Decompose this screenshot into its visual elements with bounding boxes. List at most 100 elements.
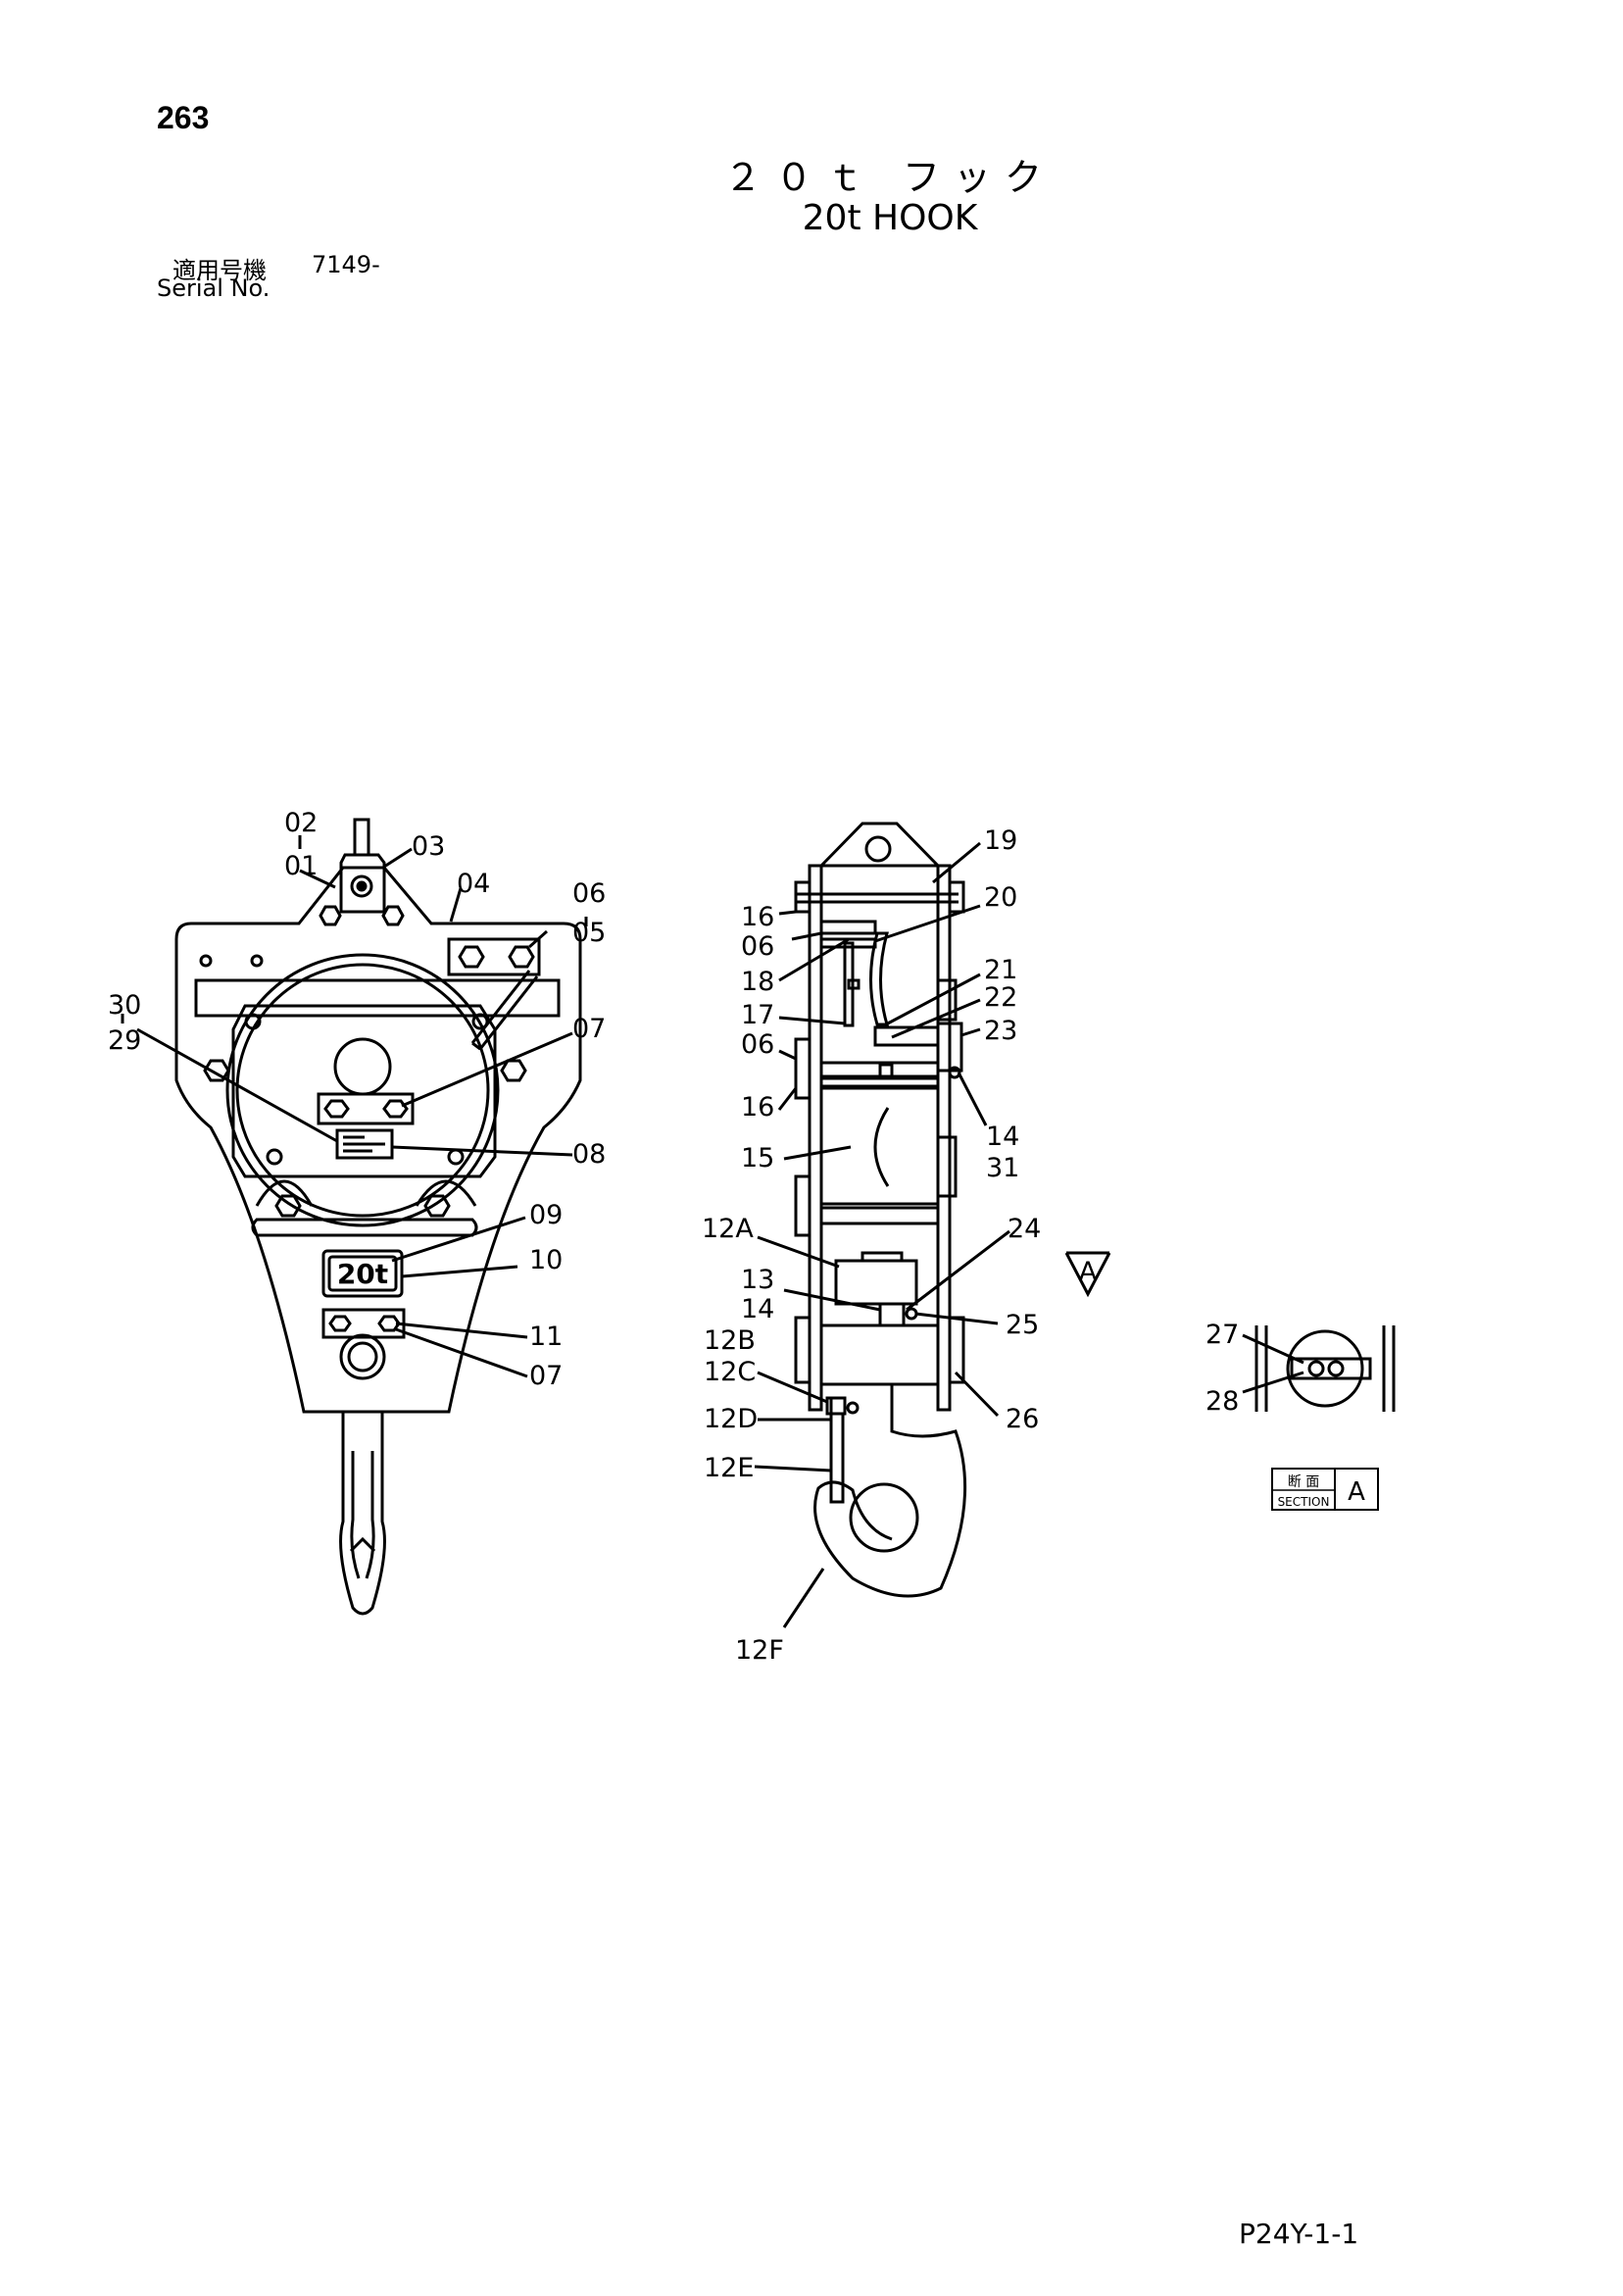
front-view: 20t <box>121 818 588 1616</box>
leader-12E <box>754 1465 832 1472</box>
callout-front: 11 <box>529 1322 563 1352</box>
side-thrust-block <box>819 1323 940 1386</box>
serial-label-en: Serial No. <box>157 275 270 302</box>
leader-06-mid <box>778 1049 797 1061</box>
leader-16-upper <box>778 910 797 916</box>
leader-21 <box>883 973 981 1027</box>
hex-nut <box>381 905 405 926</box>
leader-12A <box>757 1235 840 1269</box>
serial-label-jp: 適用号機 <box>172 257 267 284</box>
leader-27 <box>1242 1333 1304 1365</box>
leader-20 <box>874 904 981 943</box>
callout-side: 14 <box>986 1122 1019 1152</box>
section-arrow-icon <box>1064 1251 1111 1298</box>
keeper-bolt <box>377 1315 401 1332</box>
callout-side: 06 <box>741 931 774 962</box>
page-title-jp: ２０ｔ フック <box>723 156 1057 199</box>
side-latch <box>829 1412 845 1504</box>
callout-side: 26 <box>1006 1404 1039 1434</box>
callout-side: 12F <box>735 1635 784 1666</box>
callout-front: 02 <box>284 808 318 838</box>
center-pin <box>333 1037 392 1096</box>
callout-front: 08 <box>572 1139 606 1170</box>
leader-07-upper <box>401 1031 573 1108</box>
serial-value: 7149- <box>312 251 380 278</box>
section-label-en: SECTION <box>1278 1495 1330 1509</box>
hex-nut <box>500 1059 527 1082</box>
section-keeper <box>1290 1357 1372 1380</box>
section-arrow-letter: A <box>1079 1257 1098 1287</box>
callout-side: 16 <box>741 902 774 932</box>
callout-front: 06 <box>572 878 606 909</box>
callout-front: 01 <box>284 851 318 881</box>
name-plate <box>335 1128 394 1160</box>
callout-side: 14 <box>741 1294 774 1324</box>
leader-29 <box>136 1027 338 1143</box>
callout-front: 10 <box>529 1245 563 1275</box>
callout-side: 12C <box>704 1357 756 1387</box>
cover-bolt <box>471 1013 489 1030</box>
callout-front: 07 <box>529 1361 563 1391</box>
hex-nut <box>203 1059 230 1082</box>
sheave-groove <box>235 963 490 1218</box>
hook-shank-front <box>339 1412 386 1616</box>
section-label-box: 断 面 SECTION A <box>1271 1468 1379 1511</box>
callout-front: 30 <box>108 990 141 1021</box>
capacity-plate <box>321 1249 404 1298</box>
callout-front: 29 <box>108 1025 141 1056</box>
leader-28 <box>1242 1371 1304 1394</box>
sheave <box>225 953 500 1227</box>
hex-nut <box>423 1194 451 1218</box>
leader-24 <box>906 1229 1010 1312</box>
sheave-cover <box>231 1004 497 1178</box>
cover-bolt <box>244 1013 262 1030</box>
side-top-lug <box>817 822 942 868</box>
callout-side: 12B <box>704 1325 756 1356</box>
hook-block-body <box>174 866 582 1414</box>
shackle-pin <box>350 874 373 898</box>
hook-bore <box>339 1333 386 1380</box>
callout-side: 15 <box>741 1143 774 1173</box>
callout-front: 03 <box>412 831 445 862</box>
section-pin <box>1286 1329 1364 1408</box>
callout-side: 31 <box>986 1153 1019 1183</box>
capacity-plate-text: 20t <box>337 1258 388 1290</box>
side-hook-throat <box>849 1482 919 1553</box>
side-hook <box>813 1384 967 1598</box>
side-nut <box>948 880 965 914</box>
leader-12C <box>757 1371 828 1404</box>
footer-code: P24Y-1-1 <box>1239 2218 1359 2250</box>
slot-09 <box>251 1218 478 1237</box>
callout-side: 18 <box>741 967 774 997</box>
keeper-bolt <box>323 1099 350 1119</box>
lower-cutout-right <box>415 1179 477 1207</box>
page-number: 263 <box>157 100 210 135</box>
keeper-plate-upper <box>317 1092 415 1125</box>
leader-09 <box>391 1216 526 1263</box>
section-label-letter: A <box>1348 1477 1365 1507</box>
hex-nut <box>319 905 342 926</box>
leader-06-upper <box>791 931 822 941</box>
leader-18 <box>778 937 850 982</box>
leader-08 <box>391 1145 573 1157</box>
leader-11 <box>395 1322 528 1339</box>
leader-05 <box>528 929 548 949</box>
bolt-plate-top <box>447 937 541 976</box>
side-nut-13 <box>878 1302 906 1327</box>
upper-band <box>194 978 561 1018</box>
callout-side: 22 <box>984 982 1017 1013</box>
leader-01 <box>299 869 336 889</box>
callout-side: 24 <box>1008 1214 1041 1244</box>
body-hole <box>199 954 213 968</box>
leader-10 <box>401 1265 518 1278</box>
callout-side: 17 <box>741 1000 774 1030</box>
plate-bolt <box>458 945 485 969</box>
leader-03 <box>383 847 413 869</box>
leader-26 <box>954 1371 1000 1418</box>
section-arrow: A <box>1064 1251 1111 1298</box>
callout-side: 19 <box>984 825 1017 856</box>
leader-14-upper <box>957 1072 988 1126</box>
keeper-bolt <box>382 1099 409 1119</box>
plate-bolt <box>508 945 535 969</box>
